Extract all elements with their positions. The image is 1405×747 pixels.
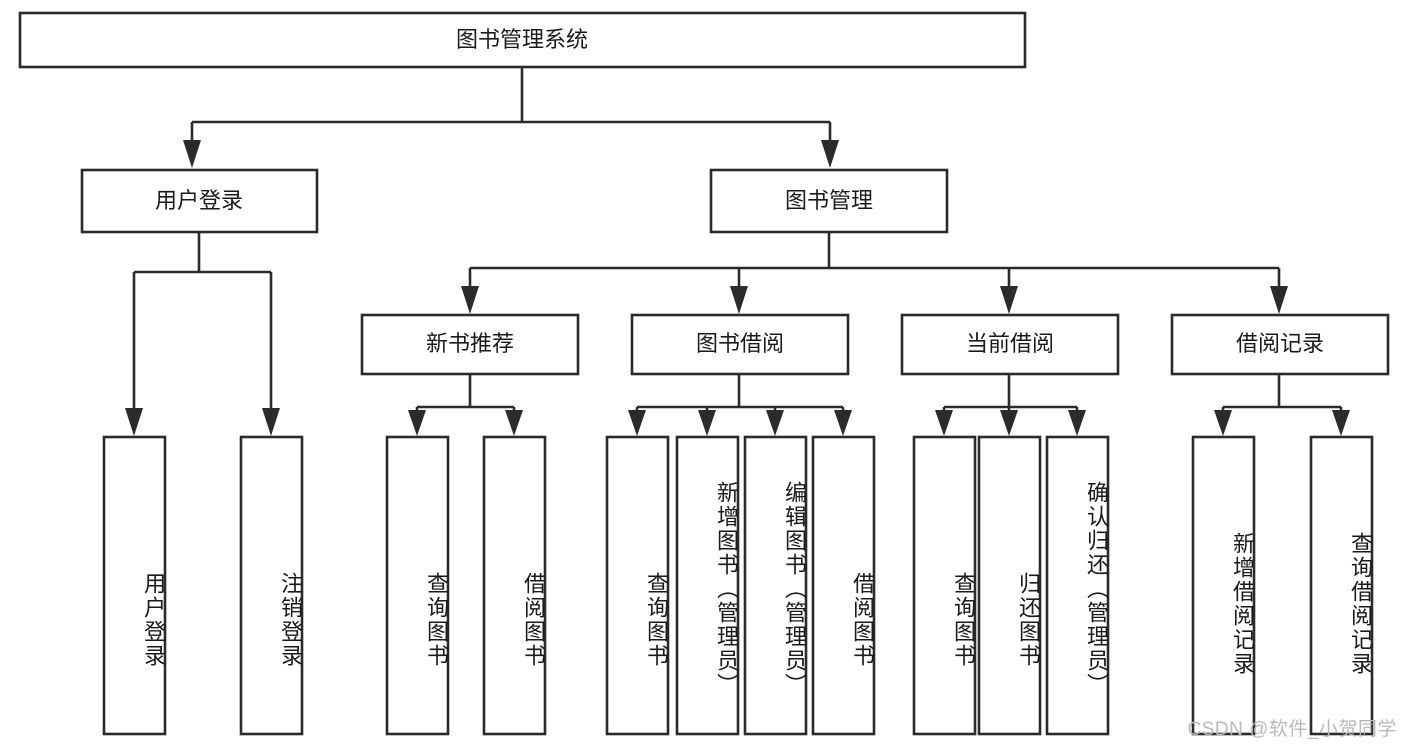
arrow-head-leaf-query-record [1332, 410, 1350, 436]
label-user-login: 用户登录 [155, 188, 243, 213]
node-leaf-query-book-1[interactable] [385, 435, 450, 736]
arrow-head-leaf-logout-login [262, 408, 280, 436]
arrow-head-leaf-query-book-3 [935, 410, 953, 436]
arrow-head-leaf-query-book-2 [628, 410, 646, 436]
node-leaf-query-book-3[interactable] [912, 435, 977, 736]
connector-layer [125, 67, 1350, 436]
arrow-head-user-login [183, 140, 201, 168]
node-new-book-recommend[interactable] [360, 313, 580, 376]
arrow-head-leaf-add-book [698, 410, 716, 436]
node-book-borrow[interactable] [630, 313, 850, 376]
node-leaf-borrow-book-1[interactable] [482, 435, 547, 736]
arrow-head-leaf-add-record [1214, 410, 1232, 436]
node-leaf-confirm-return[interactable] [1045, 435, 1110, 736]
node-layer [18, 11, 1390, 736]
arrow-head-leaf-borrow-book-1 [505, 410, 523, 436]
label-root: 图书管理系统 [456, 27, 588, 52]
label-borrow-record: 借阅记录 [1236, 331, 1324, 356]
arrow-head-leaf-edit-book [766, 410, 784, 436]
arrow-head-borrow-record [1270, 286, 1288, 314]
node-leaf-borrow-book-2[interactable] [811, 435, 876, 736]
node-leaf-add-book[interactable] [675, 435, 740, 736]
arrow-head-new-book-recommend [461, 286, 479, 314]
watermark-text: CSDN @软件_小贺同学 [1187, 719, 1397, 740]
node-leaf-return-book[interactable] [977, 435, 1042, 736]
node-leaf-logout-login[interactable] [239, 435, 304, 736]
arrow-head-leaf-user-login [125, 408, 143, 436]
arrow-head-leaf-confirm-return [1068, 410, 1086, 436]
arrow-head-leaf-query-book-1 [408, 410, 426, 436]
arrow-head-current-borrow [1000, 286, 1018, 314]
node-current-borrow[interactable] [900, 313, 1120, 376]
node-leaf-add-record[interactable] [1191, 435, 1256, 736]
label-book-management: 图书管理 [785, 188, 873, 213]
node-root[interactable] [18, 11, 1027, 69]
label-new-book-recommend: 新书推荐 [426, 331, 514, 356]
label-current-borrow: 当前借阅 [966, 331, 1054, 356]
node-borrow-record[interactable] [1170, 313, 1390, 376]
label-book-borrow: 图书借阅 [696, 331, 784, 356]
arrow-head-leaf-borrow-book-2 [834, 410, 852, 436]
node-book-management[interactable] [709, 168, 949, 234]
arrow-head-book-borrow [730, 286, 748, 314]
arrow-head-book-management [821, 140, 839, 168]
node-user-login[interactable] [80, 168, 319, 234]
arrow-head-leaf-return-book [1000, 410, 1018, 436]
node-leaf-query-record[interactable] [1309, 435, 1374, 736]
node-leaf-edit-book[interactable] [743, 435, 808, 736]
node-leaf-query-book-2[interactable] [605, 435, 670, 736]
horizontal-label-layer: 图书管理系统 用户登录 图书管理 新书推荐 图书借阅 当前借阅 借阅记录 [155, 27, 1324, 356]
node-leaf-user-login[interactable] [102, 435, 167, 736]
